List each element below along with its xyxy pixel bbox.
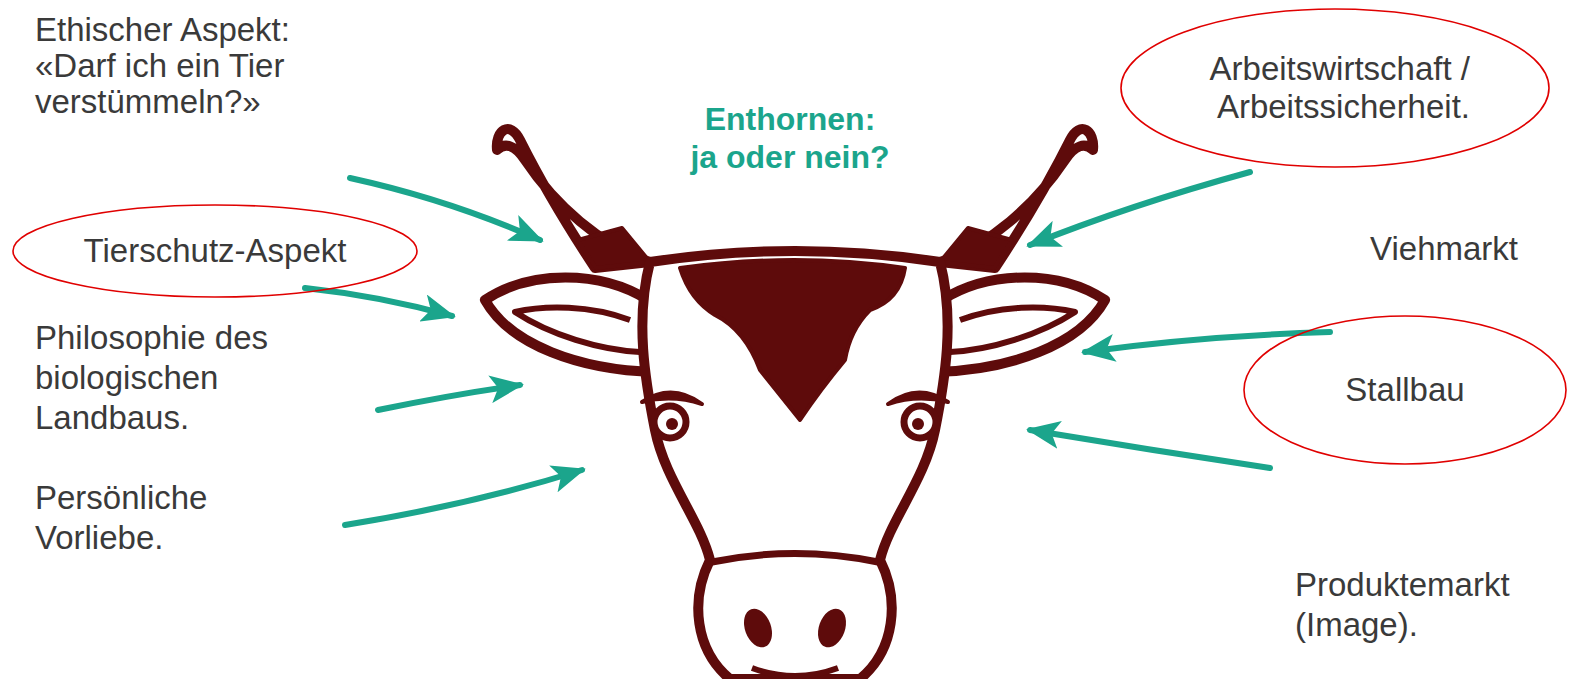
factor-label: Persönliche Vorliebe. [35,478,255,558]
highlight-ellipse: Stallbau [1243,315,1567,465]
node-text: Tierschutz-Aspekt [84,232,347,270]
node-text: Stallbau [1345,371,1464,409]
factor-label: Viehmarkt [1370,230,1518,268]
horn-ear-right [935,129,1105,372]
forehead-patch [680,260,905,420]
factor-label: Ethischer Aspekt: «Darf ich ein Tier ver… [35,12,355,120]
highlight-ellipse: Tierschutz-Aspekt [12,204,418,298]
cow-head [642,251,947,679]
highlight-ellipse: Arbeitswirtschaft / Arbeitssicherheit. [1120,8,1550,168]
horn-left [497,129,650,268]
factor-label: Produktemarkt (Image). [1295,565,1520,645]
pointer-arrows [305,172,1330,525]
diagram-title: Enthornen: ja oder nein? [687,100,893,176]
factor-label: Philosophie des biologischen Landbaus. [35,318,285,438]
node-text: Arbeitswirtschaft / Arbeitssicherheit. [1200,50,1470,126]
ear-left [485,278,655,373]
